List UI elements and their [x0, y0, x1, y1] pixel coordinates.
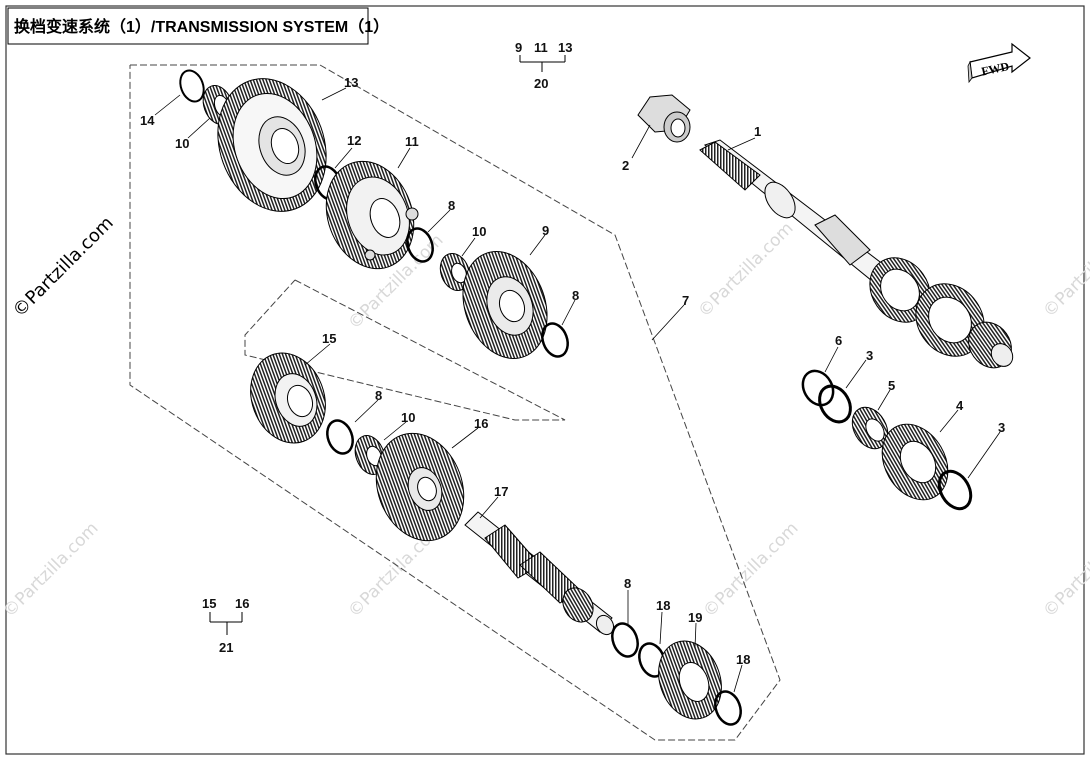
assembly-20-part-9: 9: [515, 40, 522, 55]
watermark-text: ©Partzilla.com: [9, 213, 118, 322]
gear-part-11: [325, 160, 419, 270]
callout-3-upper: 3: [866, 348, 873, 363]
callout-4: 4: [956, 398, 964, 413]
assembly-20-part-13: 13: [558, 40, 572, 55]
callout-10-low: 10: [401, 410, 415, 425]
callout-18-b: 18: [736, 652, 750, 667]
gear-part-19: [658, 640, 722, 720]
callout-8-right: 8: [572, 288, 579, 303]
assembly-20-label: 20: [534, 76, 548, 91]
gear-part-9: [462, 251, 548, 359]
gear-part-4: [881, 423, 949, 501]
callout-3-lower: 3: [998, 420, 1005, 435]
snap-ring-part-8-upper: [406, 227, 434, 263]
watermark-text: ©Partzilla.com: [1039, 518, 1090, 621]
callout-16: 16: [474, 416, 488, 431]
needle-bearing-part-5: [851, 406, 889, 450]
washer-part-3-upper: [818, 384, 852, 424]
callout-18-a: 18: [656, 598, 670, 613]
drive-gear-on-shaft: [869, 257, 1014, 369]
fwd-arrow-icon: FWD: [967, 42, 1031, 84]
sleeve-gear-part-15: [250, 352, 326, 444]
callout-8-bottom: 8: [624, 576, 631, 591]
leader-lines: [154, 87, 1001, 693]
gear-part-16: [375, 432, 465, 542]
snap-ring-part-6: [801, 369, 835, 407]
callout-1: 1: [754, 124, 761, 139]
assembly-21-label: 21: [219, 640, 233, 655]
washer-part-14: [179, 69, 205, 103]
page-border: [5, 5, 1085, 755]
gear-part-13: [217, 78, 327, 212]
callout-6: 6: [835, 333, 842, 348]
callout-15: 15: [322, 331, 336, 346]
watermark-text: ©Partzilla.com: [0, 518, 102, 621]
callout-10-top: 10: [175, 136, 189, 151]
nut-part-2: [637, 94, 691, 143]
watermark-text: ©Partzilla.com: [1039, 218, 1090, 321]
callout-12: 12: [347, 133, 361, 148]
fwd-label: FWD: [980, 59, 1011, 79]
callout-5: 5: [888, 378, 895, 393]
callout-14: 14: [140, 113, 155, 128]
callout-8-lower: 8: [375, 388, 382, 403]
diagram-title: 换档变速系统（1）/TRANSMISSION SYSTEM（1）: [14, 17, 389, 36]
callout-13: 13: [344, 75, 358, 90]
title-box: 换档变速系统（1）/TRANSMISSION SYSTEM（1）: [7, 7, 389, 45]
assembly-20-part-11: 11: [534, 40, 548, 55]
snap-ring-part-8-right: [541, 322, 569, 358]
callout-17: 17: [494, 484, 508, 499]
snap-ring-part-18-b: [714, 690, 742, 726]
needle-bearing-part-10-mid: [439, 253, 471, 291]
snap-ring-part-8-lower: [326, 419, 354, 455]
callout-8-upper: 8: [448, 198, 455, 213]
assembly-bracket-20: [519, 55, 566, 72]
callout-10-mid: 10: [472, 224, 486, 239]
counter-shaft-part-17: [464, 511, 615, 636]
callout-9: 9: [542, 223, 549, 238]
group-outlines: [129, 64, 781, 741]
watermark-text: ©Partzilla.com: [699, 518, 802, 621]
assembly-bracket-21: [209, 612, 243, 635]
callout-2: 2: [622, 158, 629, 173]
callout-19: 19: [688, 610, 702, 625]
callout-7: 7: [682, 293, 689, 308]
callout-11: 11: [405, 134, 419, 149]
callouts: 1 2 3 3 4 5 6 7 8 8 8 8 9 10 10 10 11 12…: [140, 40, 1005, 667]
assembly-21-part-15: 15: [202, 596, 216, 611]
assembly-21-part-16: 16: [235, 596, 249, 611]
snap-ring-part-8-bottom: [611, 622, 639, 658]
washer-part-3-lower: [937, 469, 973, 511]
watermark-text: ©Partzilla.com: [694, 218, 797, 321]
